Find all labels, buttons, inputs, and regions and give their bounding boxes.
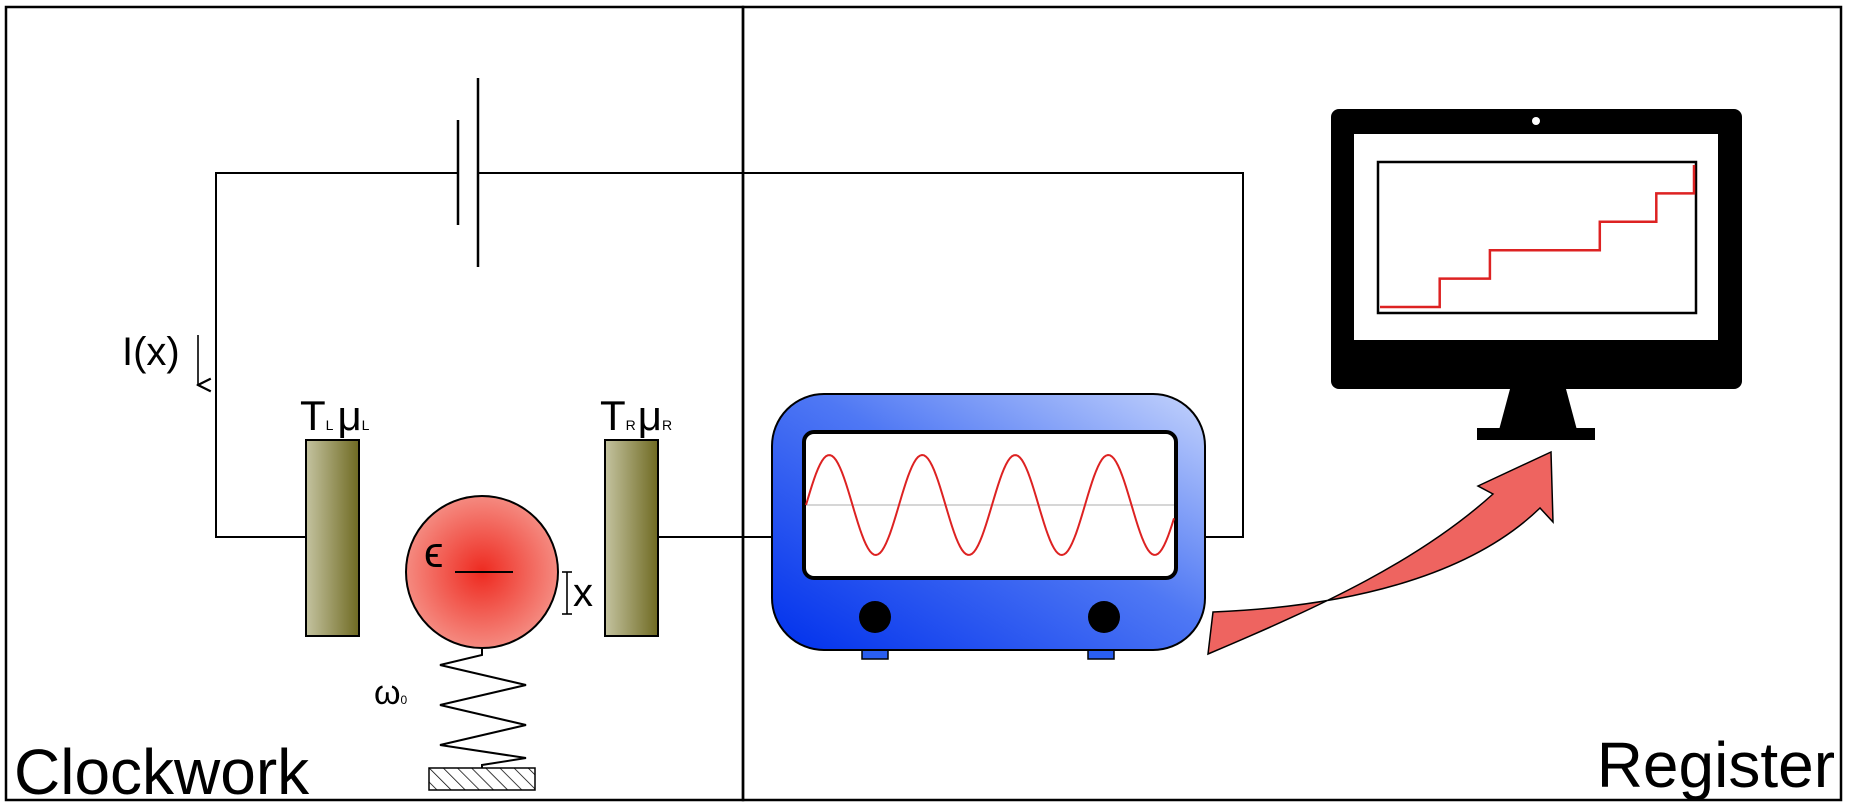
frequency-subscript: 0: [401, 693, 408, 707]
scope-knob-left[interactable]: [859, 601, 891, 633]
left-mu-subscript: L: [362, 417, 370, 433]
clockwork-label: Clockwork: [14, 736, 310, 808]
displacement-label: x: [573, 571, 593, 615]
oscilloscope: [771, 393, 1206, 660]
register-plot-frame: [1376, 160, 1698, 315]
monitor-stand-base: [1477, 428, 1595, 440]
left-temp-symbol: T: [300, 392, 326, 439]
transfer-arrow: [1207, 450, 1554, 656]
scope-knob-right[interactable]: [1088, 601, 1120, 633]
right-reservoir: [604, 439, 659, 637]
register-panel: [741, 5, 1843, 802]
frequency-symbol: ω: [374, 674, 401, 712]
left-reservoir: [305, 439, 360, 637]
left-mu-symbol: μ: [337, 392, 361, 439]
right-reservoir-label: TRμR: [600, 392, 672, 439]
current-label: I(x): [122, 330, 180, 374]
right-mu-symbol: μ: [638, 392, 662, 439]
spring-frequency-label: ω0: [374, 674, 408, 712]
monitor: [1331, 109, 1742, 440]
left-temp-subscript: L: [326, 417, 334, 433]
scope-sine-signal: [805, 453, 1175, 557]
right-temp-subscript: R: [626, 417, 636, 433]
displacement-bracket: [562, 571, 572, 615]
monitor-camera-icon: [1532, 117, 1540, 125]
right-mu-subscript: R: [662, 417, 672, 433]
battery: [456, 78, 480, 267]
spring: [439, 648, 527, 768]
register-label: Register: [1597, 729, 1835, 801]
dot-energy-label: ϵ: [424, 528, 443, 577]
left-reservoir-label: TLμL: [300, 392, 370, 439]
spring-ground: [428, 767, 536, 791]
monitor-stand: [1499, 389, 1577, 430]
register-staircase-signal: [1380, 165, 1696, 309]
right-temp-symbol: T: [600, 392, 626, 439]
circuit-wires: [215, 172, 1244, 538]
